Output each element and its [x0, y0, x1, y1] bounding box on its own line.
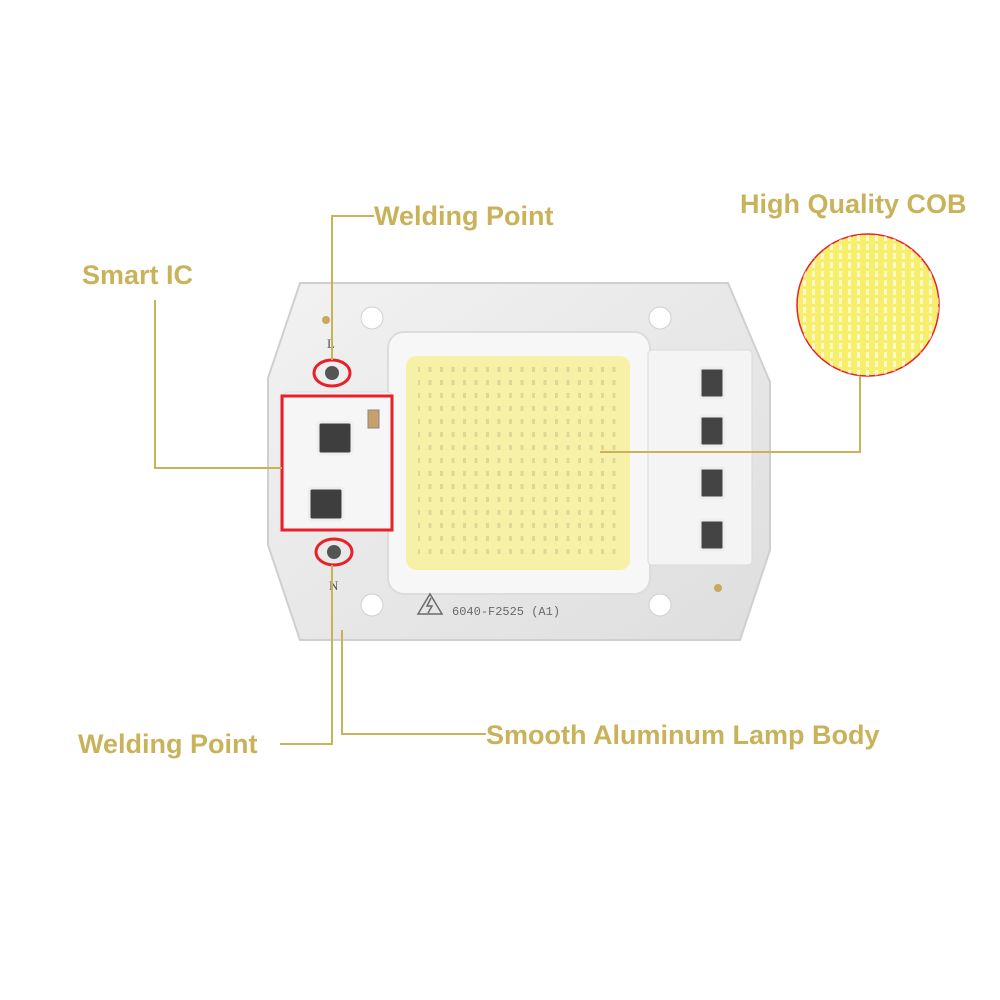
screw-dot [714, 584, 722, 592]
leader-high-quality-cob [600, 376, 861, 453]
part-number: 6040-F2525 (A1) [452, 605, 560, 619]
welding-point-bottom-highlight [314, 537, 354, 567]
mount-hole [648, 593, 672, 617]
leader-welding-point-bottom [280, 565, 333, 745]
mount-hole [360, 306, 384, 330]
label-lamp-body: Smooth Aluminum Lamp Body [486, 720, 880, 750]
welding-point-bottom-pad [327, 545, 341, 559]
label-smart-ic: Smart IC [82, 260, 194, 290]
smart-ic-highlight [280, 394, 394, 532]
welding-point-top-pad [325, 366, 339, 380]
leader-smart-ic [154, 300, 282, 469]
right-contact-strip [647, 349, 753, 566]
ic-chip [307, 486, 345, 522]
label-high-quality-cob: High Quality COB [740, 189, 967, 219]
mount-hole [648, 306, 672, 330]
mount-hole [360, 593, 384, 617]
contact-pad [698, 518, 726, 552]
ic-chip [316, 420, 354, 456]
leader-welding-point-top [331, 215, 374, 360]
cob-zoom-grid [797, 234, 939, 376]
label-welding-point-bottom: Welding Point [78, 729, 258, 759]
label-welding-point-top: Welding Point [374, 201, 554, 231]
lightning-icon [425, 597, 434, 614]
contact-pad [698, 414, 726, 448]
led-dot-grid [418, 366, 618, 556]
smd-component [367, 409, 380, 429]
warning-triangle-icon [416, 592, 444, 615]
leader-lines [154, 215, 861, 745]
screw-dot [322, 316, 330, 324]
pad-letter-bottom: N [329, 578, 339, 593]
contact-pad [698, 466, 726, 500]
contact-pad [698, 366, 726, 400]
leader-lamp-body [341, 630, 486, 735]
